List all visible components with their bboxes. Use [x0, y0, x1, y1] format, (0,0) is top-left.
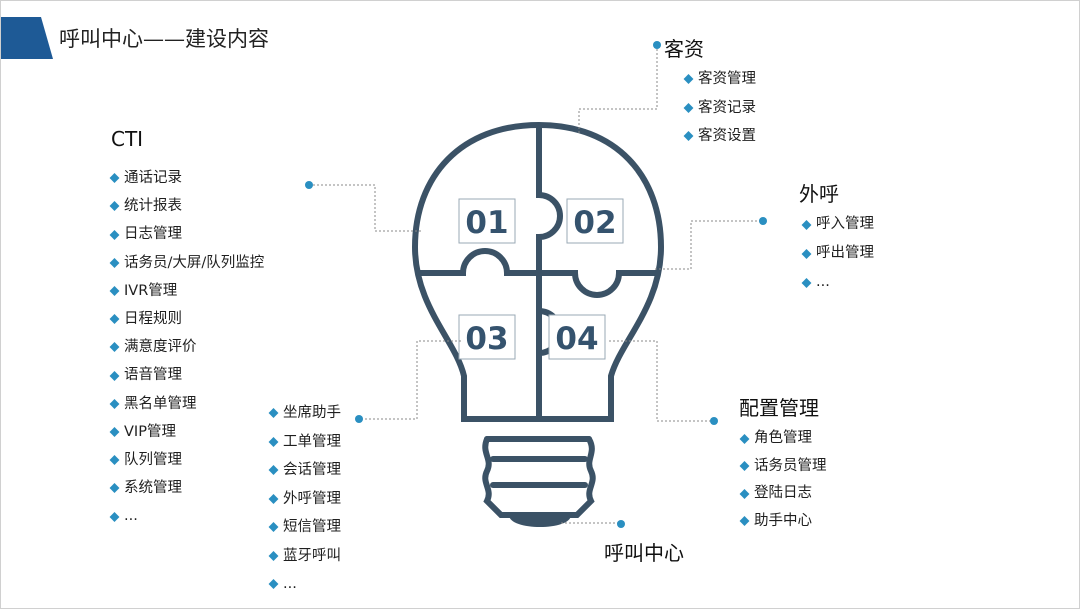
- list-item: 客资记录: [683, 94, 756, 123]
- number-box-02: [566, 198, 624, 244]
- connector-cti: [309, 184, 421, 232]
- list-item: IVR管理: [109, 277, 264, 305]
- number-02: 02: [573, 205, 616, 241]
- list-item: 角色管理: [739, 425, 827, 453]
- list-item: 客资设置: [683, 122, 756, 151]
- list-item: 短信管理: [268, 513, 341, 542]
- list-item: 呼出管理: [801, 239, 874, 268]
- config-list: 角色管理 话务员管理 登陆日志 助手中心: [739, 425, 827, 535]
- list-item: ...: [801, 268, 874, 297]
- list-item: 外呼管理: [268, 485, 341, 514]
- config-title: 配置管理: [739, 396, 819, 420]
- bulb-base: [482, 436, 596, 518]
- list-item: 语音管理: [109, 361, 264, 389]
- list-item: VIP管理: [109, 418, 264, 446]
- list-item: 日志管理: [109, 220, 264, 248]
- list-item: 助手中心: [739, 508, 827, 536]
- connector-config: [609, 340, 713, 422]
- list-item: 统计报表: [109, 192, 264, 220]
- number-box-01: [458, 198, 516, 244]
- list-item: ...: [109, 502, 264, 530]
- connector-dots: [305, 41, 767, 528]
- kezi-title: 客资: [664, 37, 704, 61]
- list-item: 蓝牙呼叫: [268, 542, 341, 571]
- list-item: ...: [268, 570, 341, 599]
- list-item: 话务员/大屏/队列监控: [109, 249, 264, 277]
- list-item: 黑名单管理: [109, 390, 264, 418]
- list-item: 客资管理: [683, 65, 756, 94]
- page-title: 呼叫中心——建设内容: [59, 27, 269, 51]
- connector-tools: [361, 340, 461, 420]
- number-box-03: [458, 314, 516, 360]
- connector-waihu: [655, 220, 763, 270]
- list-item: 通话记录: [109, 164, 264, 192]
- number-box-04: [548, 314, 606, 360]
- kezi-list: 客资管理 客资记录 客资设置: [683, 65, 756, 151]
- number-03: 03: [465, 321, 508, 357]
- number-04: 04: [555, 321, 598, 357]
- bulb-tip: [509, 515, 571, 527]
- list-item: 话务员管理: [739, 453, 827, 481]
- puzzle-divider-horizontal: [419, 248, 659, 298]
- tools-list: 坐席助手 工单管理 会话管理 外呼管理 短信管理 蓝牙呼叫 ...: [268, 399, 341, 599]
- waihu-list: 呼入管理 呼出管理 ...: [801, 210, 874, 297]
- list-item: 呼入管理: [801, 210, 874, 239]
- title-banner: [1, 17, 53, 59]
- list-item: 系统管理: [109, 474, 264, 502]
- list-item: 工单管理: [268, 428, 341, 457]
- list-item: 日程规则: [109, 305, 264, 333]
- list-item: 登陆日志: [739, 480, 827, 508]
- waihu-title: 外呼: [799, 182, 839, 206]
- list-item: 队列管理: [109, 446, 264, 474]
- list-item: 坐席助手: [268, 399, 341, 428]
- center-label: 呼叫中心: [604, 541, 684, 565]
- number-01: 01: [465, 205, 508, 241]
- cti-title: CTI: [111, 127, 144, 151]
- list-item: 满意度评价: [109, 333, 264, 361]
- list-item: 会话管理: [268, 456, 341, 485]
- cti-list: 通话记录 统计报表 日志管理 话务员/大屏/队列监控 IVR管理 日程规则 满意…: [109, 164, 264, 531]
- connectors: [309, 45, 763, 524]
- connector-kezi: [578, 45, 658, 133]
